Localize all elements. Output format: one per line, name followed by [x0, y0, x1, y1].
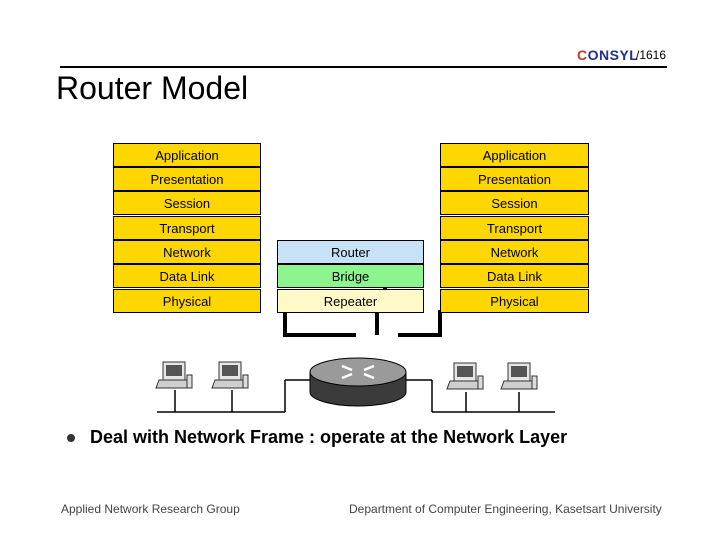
right-layer-transport: Transport [440, 216, 589, 240]
left-layer-physical: Physical [113, 289, 261, 313]
left-layer-transport: Transport [113, 216, 261, 240]
right-layer-network: Network [440, 240, 589, 264]
header-rule [60, 66, 667, 68]
bullet-text: Deal with Network Frame : operate at the… [90, 427, 568, 447]
slide-title: Router Model [56, 70, 249, 106]
footer-left: Applied Network Research Group [61, 502, 240, 516]
consyl-logo: CONSYL [577, 47, 639, 63]
right-layer-session: Session [440, 191, 589, 215]
computer-icon [500, 362, 538, 390]
right-layer-data-link: Data Link [440, 264, 589, 288]
left-layer-network: Network [113, 240, 261, 264]
router-icon [309, 357, 407, 407]
left-layer-session: Session [113, 191, 261, 215]
middle-layer-router: Router [277, 240, 424, 264]
left-layer-presentation: Presentation [113, 167, 261, 191]
bullet-dot-icon [67, 434, 75, 442]
computer-icon [155, 361, 193, 389]
right-layer-application: Application [440, 143, 589, 167]
left-layer-application: Application [113, 143, 261, 167]
middle-layer-repeater: Repeater [277, 289, 424, 313]
computer-icon [211, 361, 249, 389]
data-path-line [398, 310, 442, 337]
data-path-line [283, 310, 356, 337]
page-number: /1616 [636, 48, 667, 62]
middle-layer-bridge: Bridge [277, 264, 424, 288]
left-layer-data-link: Data Link [113, 264, 261, 288]
right-layer-physical: Physical [440, 289, 589, 313]
right-layer-presentation: Presentation [440, 167, 589, 191]
computer-icon [446, 362, 484, 390]
footer-right: Department of Computer Engineering, Kase… [349, 502, 662, 516]
